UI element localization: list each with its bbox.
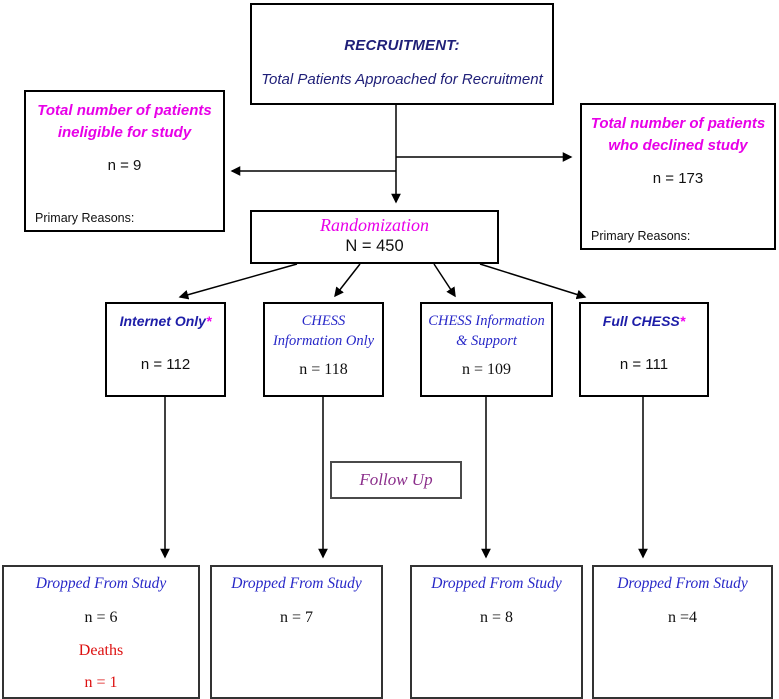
dropout-n-value: n =4 [667, 609, 698, 626]
dropout-n-value: n = 7 [279, 609, 314, 626]
arm-internet-only-asterisk: * [205, 313, 212, 329]
arrow-randomization-to-chess-info [334, 263, 361, 298]
declined-box: Total number of patients who declined st… [580, 103, 776, 250]
arm-chess-information-support-n-value: n = 109 [461, 361, 512, 379]
dropout-chess-information-support-box: Dropped From Study n = 8 [410, 565, 583, 699]
declined-title: Total number of patients who declined st… [582, 113, 774, 157]
dropout-internet-only-box: Dropped From Study n = 6 Deaths n = 1 [2, 565, 200, 699]
dropout-title: Dropped From Study [431, 575, 562, 592]
randomization-box: Randomization N = 450 [250, 210, 499, 264]
arrow-randomization-to-chess-support [433, 263, 456, 298]
follow-up-label: Follow Up [359, 470, 433, 489]
declined-n-value: n = 173 [652, 169, 704, 187]
ineligible-title: Total number of patients ineligible for … [26, 100, 223, 144]
arrow-randomization-to-internet-only [178, 263, 298, 300]
arrow-randomization-to-full-chess [479, 263, 587, 300]
arm-full-chess-n-value: n = 111 [619, 356, 669, 373]
deaths-n-value: n = 1 [84, 674, 118, 691]
arm-chess-information-support-box: CHESS Information & Support n = 109 [420, 302, 553, 397]
deaths-label: Deaths [78, 642, 124, 659]
arm-chess-information-support-title: CHESS Information & Support [428, 313, 545, 349]
dropout-n-value: n = 6 [84, 609, 118, 626]
recruitment-box: RECRUITMENT: Total Patients Approached f… [250, 3, 554, 105]
recruitment-title: RECRUITMENT: [344, 37, 460, 54]
arm-chess-information-only-box: CHESS Information Only n = 118 [263, 302, 384, 397]
arm-full-chess-asterisk: * [679, 313, 686, 329]
ineligible-primary-reasons-label: Primary Reasons: [35, 211, 135, 225]
dropout-n-value: n = 8 [479, 609, 514, 626]
arm-chess-information-only-title: CHESS Information Only [272, 313, 375, 349]
dropout-title: Dropped From Study [35, 575, 167, 592]
arm-internet-only-box: Internet Only* n = 112 [105, 302, 226, 397]
ineligible-title-line1: Total number of patients [37, 102, 212, 119]
ineligible-n-value: n = 9 [107, 156, 142, 174]
randomization-n-value: N = 450 [345, 237, 404, 255]
recruitment-subtitle: Total Patients Approached for Recruitmen… [261, 71, 543, 88]
randomization-title: Randomization [319, 215, 429, 235]
dropout-title: Dropped From Study [617, 575, 748, 592]
declined-primary-reasons-label: Primary Reasons: [591, 229, 691, 243]
ineligible-box: Total number of patients ineligible for … [24, 90, 225, 232]
declined-title-line2: who declined study [608, 136, 748, 154]
arm-full-chess-box: Full CHESS* n = 111 [579, 302, 709, 397]
arm-chess-information-only-n-value: n = 118 [299, 361, 348, 379]
follow-up-box: Follow Up [330, 461, 462, 499]
dropout-chess-information-only-box: Dropped From Study n = 7 [210, 565, 383, 699]
arm-full-chess-name: Full CHESS [602, 313, 680, 329]
arm-full-chess-title: Full CHESS* [581, 304, 707, 346]
arm-internet-only-title: Internet Only* [107, 304, 224, 346]
declined-title-line1: Total number of patients [590, 115, 766, 132]
arm-internet-only-name: Internet Only [119, 313, 206, 329]
dropout-title: Dropped From Study [231, 575, 362, 592]
dropout-full-chess-box: Dropped From Study n =4 [592, 565, 773, 699]
ineligible-title-line2: ineligible for study [57, 123, 192, 141]
arm-internet-only-n-value: n = 112 [140, 356, 191, 373]
